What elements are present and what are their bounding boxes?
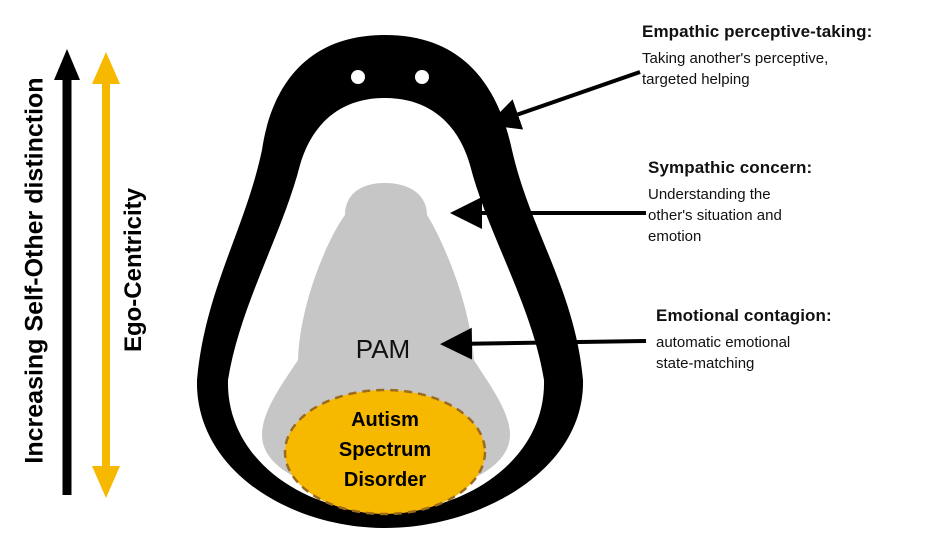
self-other-axis-label: Increasing Self-Other distinction xyxy=(21,61,50,481)
empathic-perspective-annotation: Empathic perceptive-taking: Taking anoth… xyxy=(642,22,932,90)
ego-centricity-axis-label: Ego-Centricity xyxy=(120,150,148,390)
annotation-body: automatic emotional state-matching xyxy=(656,332,926,374)
annotation-heading: Empathic perceptive-taking: xyxy=(642,22,932,42)
autism-spectrum-disorder-label: Autism Spectrum Disorder xyxy=(305,405,465,495)
annotation-body: Understanding the other's situation and … xyxy=(648,184,848,247)
annotation-body: Taking another's perceptive, targeted he… xyxy=(642,48,932,90)
self-other-axis-arrow xyxy=(54,49,80,495)
left-eye xyxy=(351,70,365,84)
right-eye xyxy=(415,70,429,84)
pam-label: PAM xyxy=(348,334,418,365)
sympathic-concern-annotation: Sympathic concern: Understanding the oth… xyxy=(648,158,848,247)
emotional-contagion-annotation: Emotional contagion: automatic emotional… xyxy=(656,306,926,374)
empathic-pointer-arrow xyxy=(499,72,640,121)
ego-centricity-axis-arrow xyxy=(92,52,120,498)
annotation-heading: Emotional contagion: xyxy=(656,306,926,326)
annotation-heading: Sympathic concern: xyxy=(648,158,848,178)
